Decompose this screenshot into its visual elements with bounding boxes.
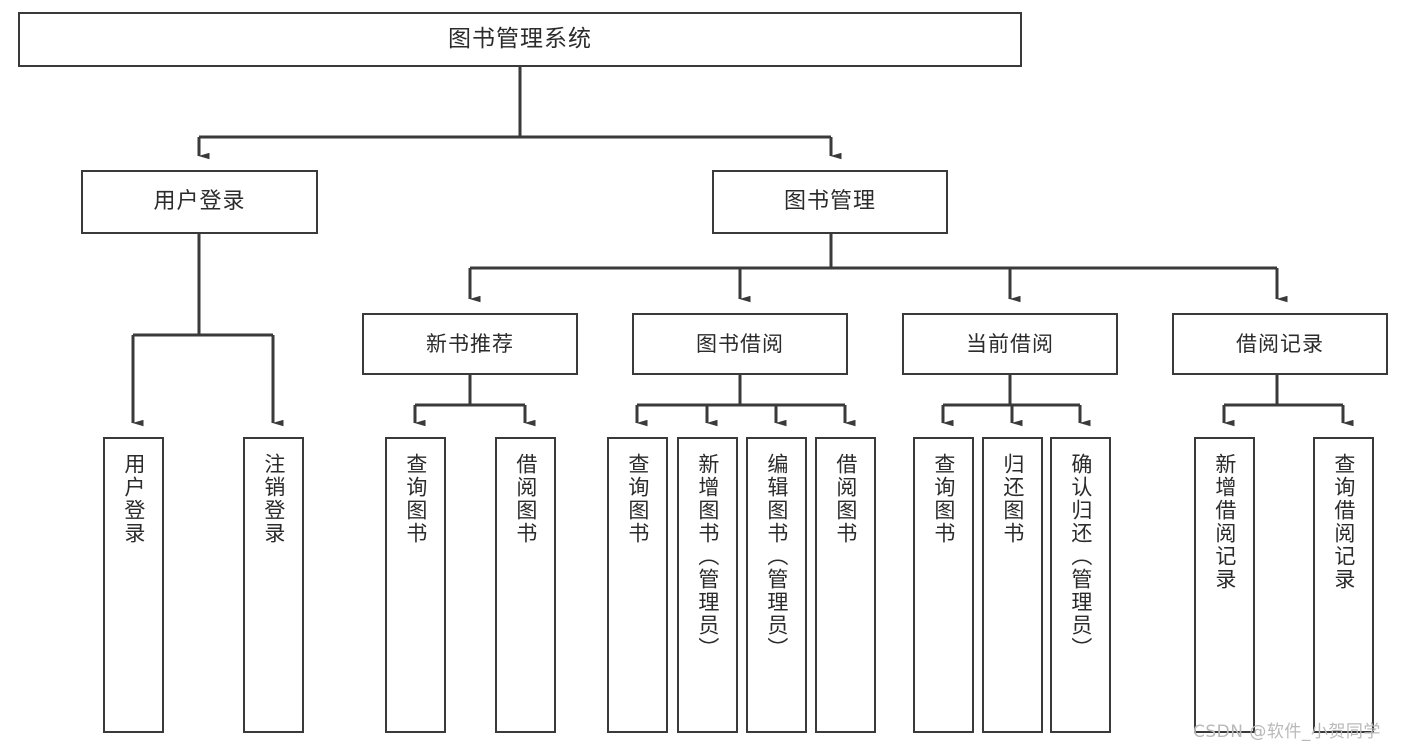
node-label: 编辑图书（管理员） (764, 453, 789, 660)
node-label: 新增借阅记录 (1212, 453, 1237, 591)
node-label: 用户登录 (153, 189, 246, 215)
node-label: 用户登录 (121, 453, 146, 545)
node-label: 查询图书 (625, 453, 650, 545)
node-label: 图书管理系统 (448, 26, 592, 53)
node-label: 当前借阅 (966, 331, 1054, 356)
leaf-borrow-borrow-book[interactable]: 借阅图书 (815, 437, 876, 733)
node-label: 查询图书 (931, 453, 956, 545)
node-label: 借阅图书 (833, 453, 858, 545)
node-label: 新书推荐 (426, 331, 514, 356)
node-label: 借阅图书 (513, 453, 538, 545)
node-borrow-record[interactable]: 借阅记录 (1172, 313, 1388, 375)
leaf-borrow-query-book[interactable]: 查询图书 (607, 437, 668, 733)
node-book-management[interactable]: 图书管理 (712, 170, 948, 234)
watermark-text: CSDN @软件_小贺同学 (1193, 722, 1381, 742)
node-label: 注销登录 (261, 453, 286, 545)
node-current-borrow[interactable]: 当前借阅 (902, 313, 1118, 375)
node-label: 图书借阅 (696, 331, 784, 356)
node-label: 图书管理 (783, 189, 876, 215)
leaf-recommend-query-book[interactable]: 查询图书 (385, 437, 446, 733)
node-label: 查询借阅记录 (1331, 453, 1356, 591)
node-root-system[interactable]: 图书管理系统 (18, 12, 1022, 67)
leaf-borrow-add-book-admin[interactable]: 新增图书（管理员） (677, 437, 738, 733)
leaf-user-logout[interactable]: 注销登录 (243, 437, 304, 733)
leaf-record-query-record[interactable]: 查询借阅记录 (1313, 437, 1374, 733)
node-label: 新增图书（管理员） (695, 453, 720, 660)
leaf-user-login[interactable]: 用户登录 (103, 437, 164, 733)
leaf-current-return-book[interactable]: 归还图书 (982, 437, 1043, 733)
node-book-borrow[interactable]: 图书借阅 (632, 313, 848, 375)
node-label: 归还图书 (1000, 453, 1025, 545)
leaf-current-confirm-return-admin[interactable]: 确认归还（管理员） (1050, 437, 1111, 733)
node-user-login[interactable]: 用户登录 (81, 170, 318, 234)
node-label: 查询图书 (403, 453, 428, 545)
leaf-record-add-record[interactable]: 新增借阅记录 (1194, 437, 1255, 733)
leaf-recommend-borrow-book[interactable]: 借阅图书 (495, 437, 556, 733)
node-label: 确认归还（管理员） (1068, 453, 1093, 660)
leaf-borrow-edit-book-admin[interactable]: 编辑图书（管理员） (746, 437, 807, 733)
leaf-current-query-book[interactable]: 查询图书 (913, 437, 974, 733)
node-new-book-recommend[interactable]: 新书推荐 (362, 313, 578, 375)
node-label: 借阅记录 (1236, 331, 1324, 356)
